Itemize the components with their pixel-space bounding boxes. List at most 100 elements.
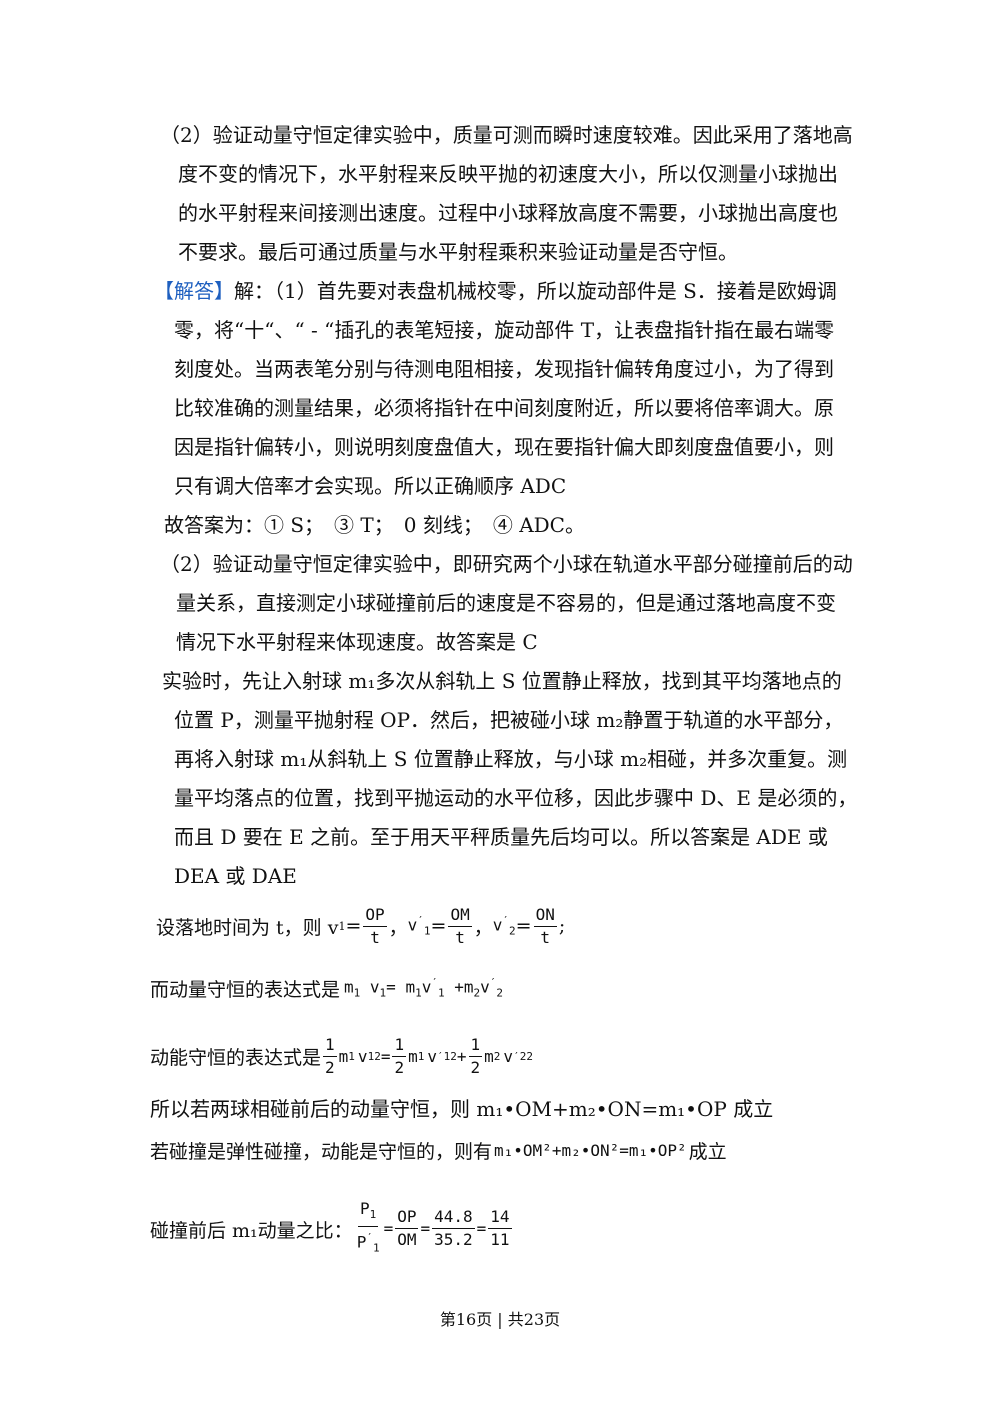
symbol: m: [408, 1046, 418, 1066]
symbol: v: [492, 915, 503, 935]
momentum-conclusion: 所以若两球相碰前后的动量守恒，则 m₁•OM+m₂•ON=m₁•OP 成立: [150, 1097, 774, 1121]
symbol: v: [427, 1046, 437, 1066]
symbol: v: [421, 977, 432, 997]
denominator: 2: [470, 1057, 481, 1077]
equals: =: [380, 1046, 391, 1066]
subscript: 1: [353, 986, 361, 1000]
ratio-prefix: 碰撞前后 m₁动量之比：: [150, 1219, 353, 1242]
v2-prime: v′2: [493, 914, 516, 938]
text-line: 零，将“十“、“ - “插孔的表笔短接，旋动部件 T，让表盘指针指在最右端零: [174, 318, 835, 342]
prime-mark: ′: [431, 976, 438, 990]
subscript: 1: [372, 1241, 380, 1255]
subscript: 2: [496, 986, 504, 1000]
equals: =: [515, 915, 532, 937]
numerator: 44.8: [432, 1206, 475, 1230]
text-line: DEA 或 DAE: [174, 864, 297, 888]
answer-paragraph-1: 【解答】解：（1）首先要对表盘机械校零，所以旋动部件是 S．接着是欧姆调 零，将…: [154, 272, 837, 506]
prime-mark: ′: [513, 1049, 520, 1063]
symbol: v: [360, 977, 380, 997]
momentum-formula: 而动量守恒的表达式是 m1 v1= m1v′1 +m2v′2: [150, 968, 503, 1008]
numerator: OM: [448, 904, 472, 927]
text-line: 【解答】解：（1）首先要对表盘机械校零，所以旋动部件是 S．接着是欧姆调: [154, 272, 837, 311]
equals: =: [420, 1219, 431, 1239]
text-line: 只有调大倍率才会实现。所以正确顺序 ADC: [174, 474, 567, 498]
symbol: = m: [386, 977, 416, 997]
subscript: 1: [367, 1049, 375, 1063]
subscript: 1: [417, 1049, 425, 1063]
answer-paragraph-2: （2）验证动量守恒定律实验中，即研究两个小球在轨道水平部分碰撞前后的动 量关系，…: [160, 545, 853, 662]
text-line: 刻度处。当两表笔分别与待测电阻相接，发现指针偏转角度过小，为了得到: [174, 357, 834, 381]
text-line: 实验时，先让入射球 m₁多次从斜轨上 S 位置静止释放，找到其平均落地点的: [162, 669, 842, 693]
equals: =: [345, 915, 362, 937]
numerator: P1: [358, 1198, 379, 1228]
symbol: m: [338, 1046, 349, 1066]
text-line: 情况下水平射程来体现速度。故答案是 C: [176, 630, 538, 654]
subscript: 2: [509, 924, 516, 938]
page-footer: 第16页 | 共23页: [439, 1310, 561, 1329]
answer-paragraph-3: 实验时，先让入射球 m₁多次从斜轨上 S 位置静止释放，找到其平均落地点的 位置…: [162, 662, 857, 896]
numerator: OP: [395, 1206, 419, 1230]
subscript: 2: [493, 1049, 501, 1063]
prime-mark: ′: [417, 914, 424, 928]
text-line: 度不变的情况下，水平射程来反映平抛的初速度大小，所以仅测量小球抛出: [178, 162, 838, 186]
subscript: 1: [423, 924, 431, 938]
subscript: 1: [437, 986, 445, 1000]
denominator: t: [540, 927, 551, 947]
prime-mark: ′: [502, 914, 510, 928]
subscript: 2: [519, 1049, 527, 1063]
subscript: 1: [369, 1208, 377, 1222]
text-line: 比较准确的测量结果，必须将指针在中间刻度附近，所以要将倍率调大。原: [174, 396, 834, 420]
v1-prime: v′1: [408, 914, 431, 938]
denominator: t: [455, 927, 465, 947]
fraction-p-ratio: P1 P′1: [355, 1198, 382, 1260]
numerator: 1: [392, 1034, 407, 1057]
superscript: 2: [374, 1049, 381, 1063]
subscript: 1: [443, 1049, 451, 1063]
subscript: 1: [415, 986, 422, 1000]
denominator: t: [370, 927, 380, 947]
prime-mark: ′: [366, 1231, 373, 1245]
text-line: （2）验证动量守恒定律实验中，即研究两个小球在轨道水平部分碰撞前后的动: [160, 552, 853, 576]
text-line: 位置 P，测量平抛射程 OP．然后，把被碰小球 m₂静置于轨道的水平部分，: [174, 708, 844, 732]
equals: =: [383, 1219, 394, 1239]
prime-mark: ′: [437, 1049, 444, 1063]
comma: ，: [473, 916, 493, 939]
elastic-expression: m₁•OM²+m₂•ON²=m₁•OP²: [494, 1140, 687, 1160]
momentum-expression: m1 v1= m1v′1 +m2v′2: [344, 976, 503, 1000]
symbol: P: [356, 1232, 367, 1252]
text-line: 不要求。最后可通过质量与水平射程乘积来验证动量是否守恒。: [178, 240, 738, 264]
symbol: v: [407, 915, 418, 935]
subscript: 1: [348, 1049, 355, 1063]
prime-mark: ′: [489, 976, 497, 990]
elastic-prefix: 若碰撞是弹性碰撞，动能是守恒的，则有: [150, 1140, 493, 1163]
denominator: 35.2: [434, 1230, 473, 1250]
momentum-prefix: 而动量守恒的表达式是: [150, 978, 341, 1001]
denominator: P′1: [355, 1227, 382, 1260]
symbol: v: [480, 977, 490, 997]
semicolon: ;: [558, 915, 566, 937]
text-line: 的水平射程来间接测出速度。过程中小球释放高度不需要，小球抛出高度也: [178, 201, 838, 225]
subscript: 2: [473, 986, 481, 1000]
numerator: ON: [533, 904, 557, 927]
elastic-formula: 若碰撞是弹性碰撞，动能是守恒的，则有 m₁•OM²+m₂•ON²=m₁•OP² …: [150, 1130, 727, 1170]
text-line: 量关系，直接测定小球碰撞前后的速度是不容易的，但是通过落地高度不变: [176, 591, 836, 615]
denominator: OM: [397, 1230, 417, 1250]
numerator: 1: [468, 1034, 483, 1057]
symbol: +m: [444, 977, 474, 997]
text-line: 量平均落点的位置，找到平抛运动的水平位移，因此步骤中 D、E 是必须的，: [174, 786, 858, 810]
numerator: 1: [323, 1034, 337, 1057]
velocity-prefix: 设落地时间为 t，则 v: [156, 916, 339, 939]
superscript: 2: [526, 1049, 533, 1063]
numerator: OP: [363, 904, 387, 927]
plus: +: [456, 1046, 467, 1066]
